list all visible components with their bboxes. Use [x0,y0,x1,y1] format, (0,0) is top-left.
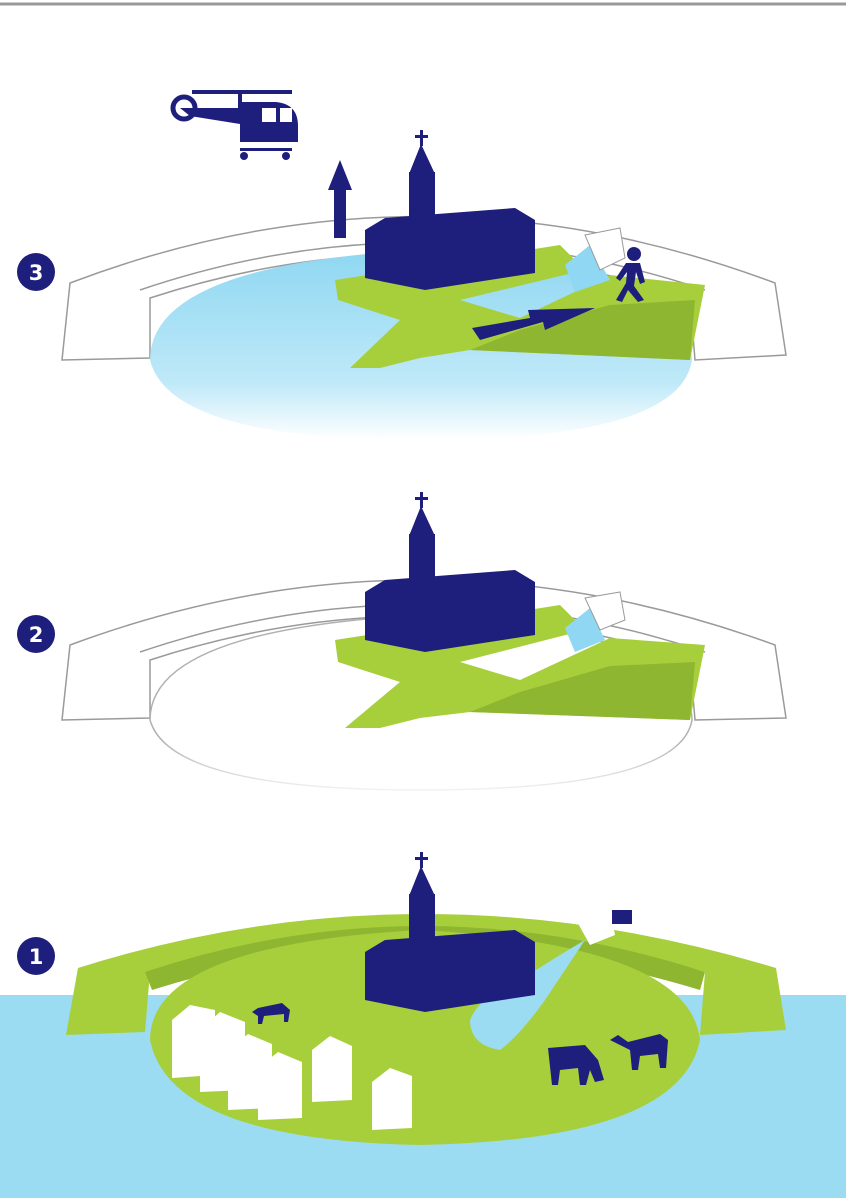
step-number: 2 [29,623,44,647]
step-number: 1 [29,945,44,969]
church-icon [365,492,535,652]
step-number: 3 [29,261,44,285]
step-badge-3: 3 [17,253,55,291]
step-3-scene [62,90,786,440]
church-icon [365,130,535,290]
helicopter-icon [173,90,298,160]
step-badge-2: 2 [17,615,55,653]
step-2-scene [62,492,786,800]
step-badge-1: 1 [17,937,55,975]
step-1-scene [0,852,846,1198]
